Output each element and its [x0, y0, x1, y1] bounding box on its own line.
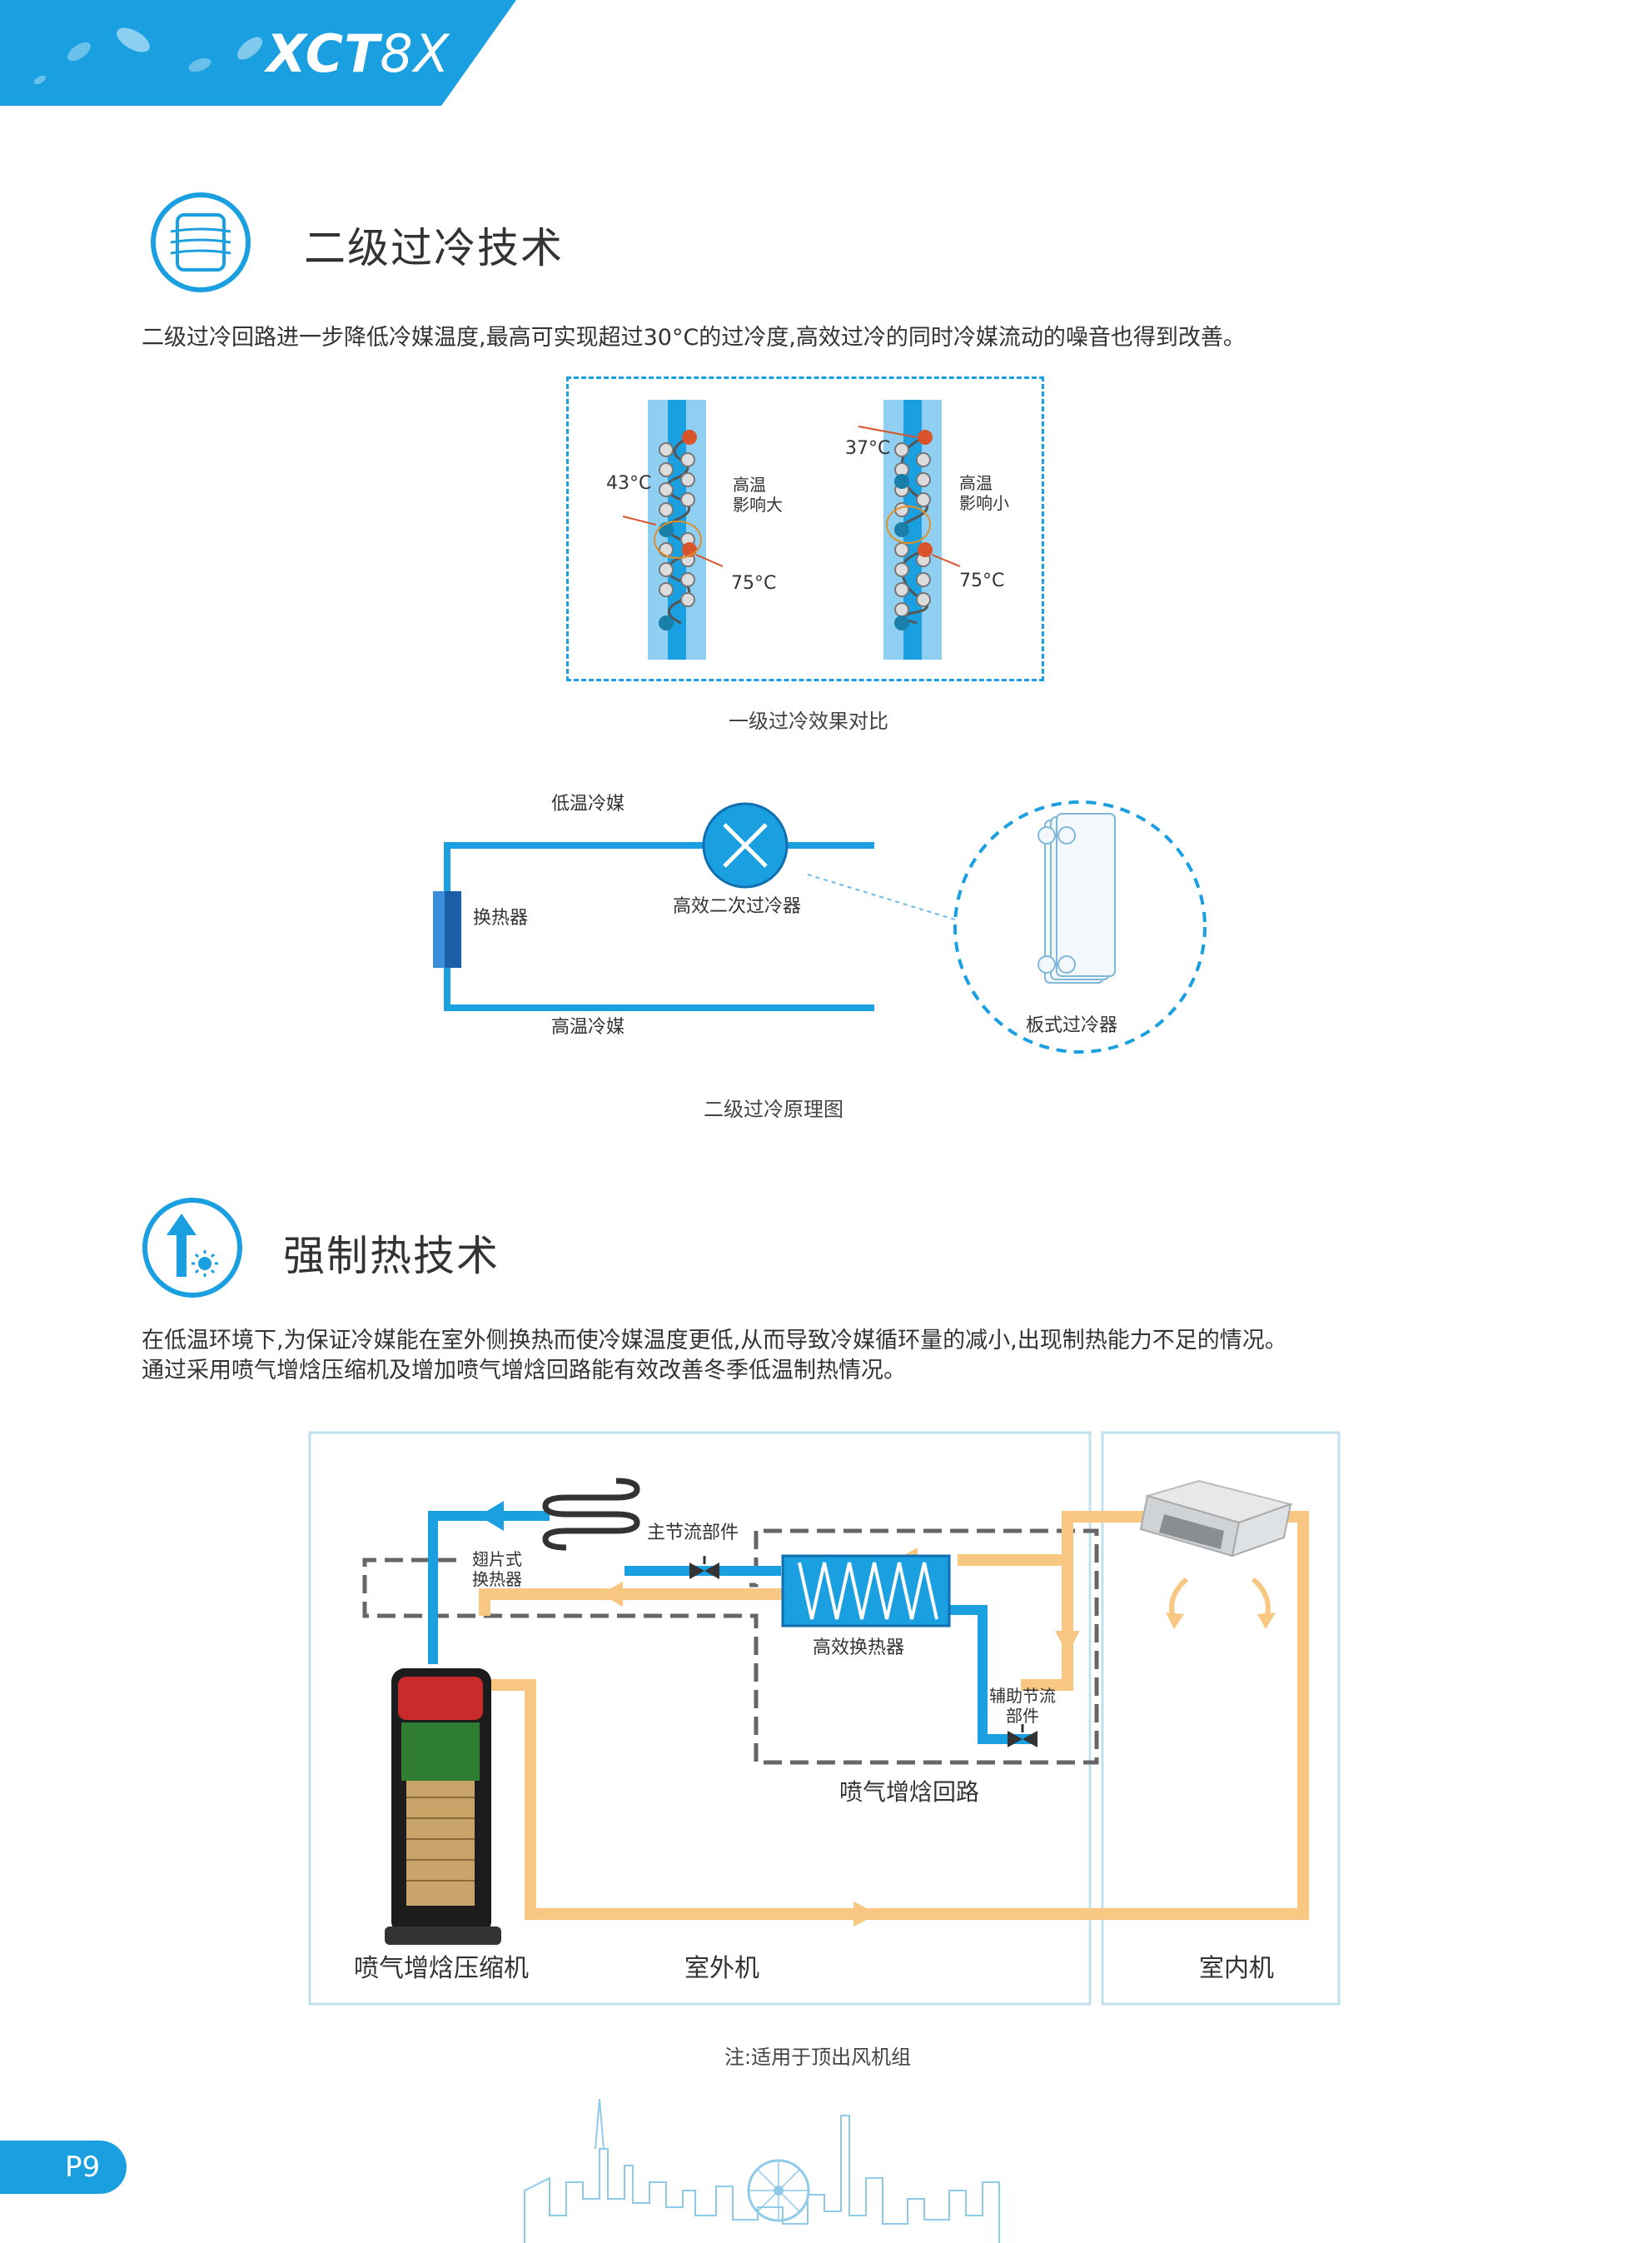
left-note-line1: 高温	[733, 475, 766, 495]
subcooler-icon	[702, 802, 789, 889]
fin-exchanger-label: 翅片式 换热器	[472, 1549, 522, 1589]
left-note-line2: 影响大	[733, 495, 783, 515]
fin-heat-exchanger-icon	[542, 1478, 640, 1551]
left-temp-high: 75°C	[731, 573, 777, 594]
city-skyline-illustration	[524, 2099, 1000, 2243]
subcooling-principle-diagram	[433, 800, 1207, 1054]
section1-description: 二级过冷回路进一步降低冷媒温度,最高可实现超过30°C的过冷度,高效过冷的同时冷…	[142, 325, 1246, 351]
aux-throttle-label: 辅助节流 部件	[989, 1686, 1056, 1726]
aux-throttle-valve-icon	[1008, 1724, 1037, 1747]
page-number-tab	[0, 2141, 127, 2194]
comparison-graphic	[622, 400, 961, 660]
comparison-caption: 一级过冷效果对比	[729, 710, 888, 733]
evi-loop-label: 喷气增焓回路	[839, 1778, 980, 1806]
outdoor-unit-frame	[308, 1431, 1092, 2006]
subcooling-comparison-box	[566, 376, 1044, 681]
right-temp-high: 75°C	[959, 571, 1005, 591]
section2-description-line1: 在低温环境下,为保证冷媒能在室外侧换热而使冷媒温度更低,从而导致冷媒循环量的减小…	[142, 1328, 1287, 1353]
main-throttle-label: 主节流部件	[647, 1523, 739, 1543]
left-note: 高温 影响大	[733, 475, 783, 515]
flow-arrow	[1055, 1631, 1080, 1654]
flow-arrow	[600, 1582, 623, 1607]
brand-prefix: XCT	[266, 23, 381, 84]
aux-throttle-label-line1: 辅助节流	[989, 1686, 1056, 1706]
leaf-icon	[33, 27, 262, 85]
heat-exchanger-label: 换热器	[473, 908, 529, 929]
efficient-exchanger-label: 高效换热器	[813, 1637, 905, 1658]
right-note-line1: 高温	[959, 473, 993, 493]
subcooler-label: 高效二次过冷器	[673, 896, 802, 917]
compressor-icon	[385, 1668, 501, 1945]
flow-arrow	[853, 1902, 878, 1926]
aux-throttle-label-line2: 部件	[1006, 1706, 1039, 1726]
brand-logo: XCT8X	[266, 23, 450, 84]
plate-subcooler-icon	[1037, 813, 1116, 984]
right-temp-low: 37°C	[845, 438, 891, 459]
evi-system-diagram	[308, 1431, 1341, 2006]
principle-caption: 二级过冷原理图	[704, 1098, 843, 1121]
section2-description-line2: 通过采用喷气增焓压缩机及增加喷气增焓回路能有效改善冬季低温制热情况。	[142, 1358, 906, 1383]
section2-title: 强制热技术	[283, 1232, 500, 1280]
efficient-heat-exchanger-icon	[781, 1554, 951, 1627]
right-note: 高温 影响小	[959, 473, 1009, 513]
indoor-unit-label: 室内机	[1199, 1954, 1274, 1983]
header-banner	[0, 0, 516, 106]
heat-exchanger-icon	[151, 192, 251, 292]
section1-title: 二级过冷技术	[304, 224, 564, 272]
brand-suffix: 8X	[380, 23, 450, 84]
left-temp-low: 43°C	[606, 473, 652, 494]
plate-subcooler-label: 板式过冷器	[1026, 1015, 1118, 1036]
fin-exchanger-label-line1: 翅片式	[472, 1549, 522, 1569]
fin-exchanger-label-line2: 换热器	[472, 1569, 522, 1589]
page-number: P9	[65, 2151, 101, 2184]
indoor-cassette-unit-icon	[1139, 1479, 1294, 1558]
indoor-unit-frame	[1101, 1431, 1341, 2006]
right-note-line2: 影响小	[959, 493, 1009, 513]
applicability-note: 注:适用于顶出风机组	[724, 2046, 912, 2069]
flow-arrow	[479, 1501, 504, 1531]
compressor-label: 喷气增焓压缩机	[354, 1954, 529, 1983]
outdoor-unit-label: 室外机	[684, 1954, 759, 1983]
low-temp-refrigerant-label: 低温冷媒	[551, 794, 625, 815]
main-throttle-valve-icon	[689, 1556, 719, 1579]
high-temp-refrigerant-label: 高温冷媒	[551, 1017, 625, 1038]
heating-arrow-icon	[142, 1198, 242, 1298]
